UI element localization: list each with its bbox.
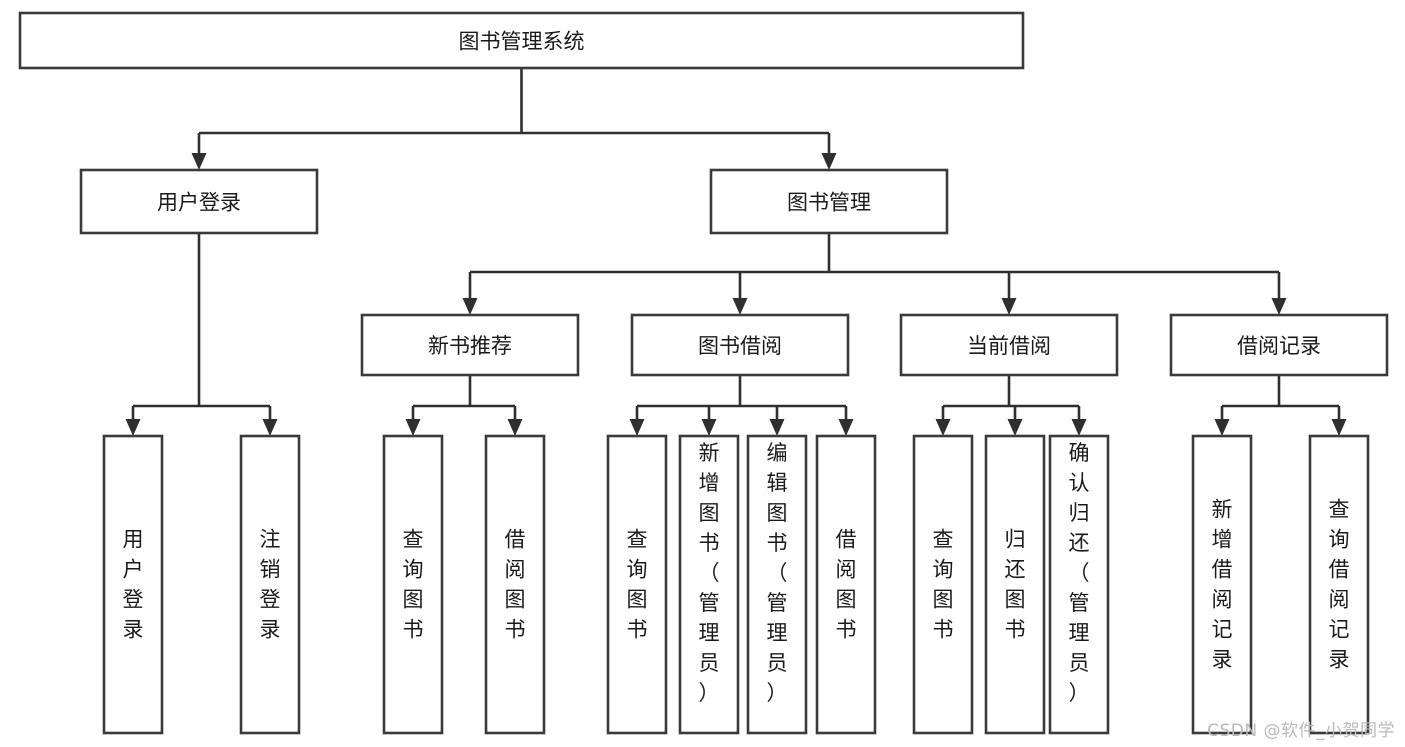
arrow-head-icon: [507, 419, 523, 436]
node-label: 当前借阅: [967, 334, 1051, 358]
level3-node-2[interactable]: 当前借阅: [899, 313, 1119, 377]
node-label: 新书推荐: [428, 334, 512, 358]
leaf-node-label: 确认归还（管理员）: [1069, 441, 1090, 705]
arrow-head-icon: [769, 419, 785, 436]
leaf-node-10[interactable]: 确认归还（管理员）: [1048, 434, 1110, 735]
leaf-node-label: 用户登录: [123, 528, 144, 642]
leaf-node-5[interactable]: 新增图书（管理员）: [678, 434, 740, 735]
arrow-head-icon: [838, 419, 854, 436]
arrow-head-icon: [1331, 419, 1347, 436]
arrow-head-icon: [125, 419, 141, 436]
arrow-head-icon: [191, 153, 207, 170]
leaf-node-label: 查询借阅记录: [1329, 498, 1350, 672]
leaf-node-label: 注销登录: [260, 528, 281, 642]
leaf-node-9[interactable]: 归还图书: [984, 434, 1046, 735]
node-boxes-layer: 图书管理系统用户登录图书管理新书推荐图书借阅当前借阅借阅记录用户登录注销登录查询…: [18, 11, 1389, 735]
leaf-node-label: 新增借阅记录: [1212, 498, 1233, 672]
node-label: 图书借阅: [698, 334, 782, 358]
leaf-node-0[interactable]: 用户登录: [102, 434, 164, 735]
leaf-node-1[interactable]: 注销登录: [239, 434, 301, 735]
level3-node-1[interactable]: 图书借阅: [630, 313, 850, 377]
leaf-node-11[interactable]: 新增借阅记录: [1191, 434, 1253, 735]
root-node-图书管理系统[interactable]: 图书管理系统: [18, 11, 1025, 70]
connector-links-layer: [125, 68, 1347, 436]
arrow-head-icon: [629, 419, 645, 436]
leaf-node-label: 借阅图书: [505, 528, 526, 642]
leaf-node-2[interactable]: 查询图书: [382, 434, 444, 735]
level2-node-0[interactable]: 用户登录: [79, 168, 319, 235]
arrow-head-icon: [405, 419, 421, 436]
leaf-node-7[interactable]: 借阅图书: [815, 434, 877, 735]
arrow-head-icon: [262, 419, 278, 436]
arrow-head-icon: [701, 419, 717, 436]
arrow-head-icon: [935, 419, 951, 436]
arrow-head-icon: [821, 153, 837, 170]
leaf-node-label: 新增图书（管理员）: [699, 441, 720, 705]
level3-node-0[interactable]: 新书推荐: [360, 313, 580, 377]
node-label: 图书管理: [787, 191, 871, 215]
leaf-node-label: 借阅图书: [836, 528, 857, 642]
node-label: 借阅记录: [1237, 334, 1321, 358]
leaf-node-label: 查询图书: [403, 528, 424, 642]
leaf-node-6[interactable]: 编辑图书（管理员）: [746, 434, 808, 735]
leaf-node-12[interactable]: 查询借阅记录: [1308, 434, 1370, 735]
level2-node-1[interactable]: 图书管理: [709, 168, 949, 235]
leaf-node-label: 查询图书: [933, 528, 954, 642]
leaf-node-8[interactable]: 查询图书: [912, 434, 974, 735]
arrow-head-icon: [1214, 419, 1230, 436]
arrow-head-icon: [1001, 298, 1017, 315]
leaf-node-label: 归还图书: [1005, 528, 1026, 642]
arrow-head-icon: [1007, 419, 1023, 436]
arrow-head-icon: [1271, 298, 1287, 315]
leaf-node-4[interactable]: 查询图书: [606, 434, 668, 735]
leaf-node-label: 查询图书: [627, 528, 648, 642]
level3-node-3[interactable]: 借阅记录: [1169, 313, 1389, 377]
leaf-node-label: 编辑图书（管理员）: [767, 441, 788, 705]
arrow-head-icon: [1071, 419, 1087, 436]
leaf-node-3[interactable]: 借阅图书: [484, 434, 546, 735]
arrow-head-icon: [732, 298, 748, 315]
node-label: 用户登录: [157, 191, 241, 215]
arrow-head-icon: [462, 298, 478, 315]
node-label: 图书管理系统: [459, 30, 585, 54]
